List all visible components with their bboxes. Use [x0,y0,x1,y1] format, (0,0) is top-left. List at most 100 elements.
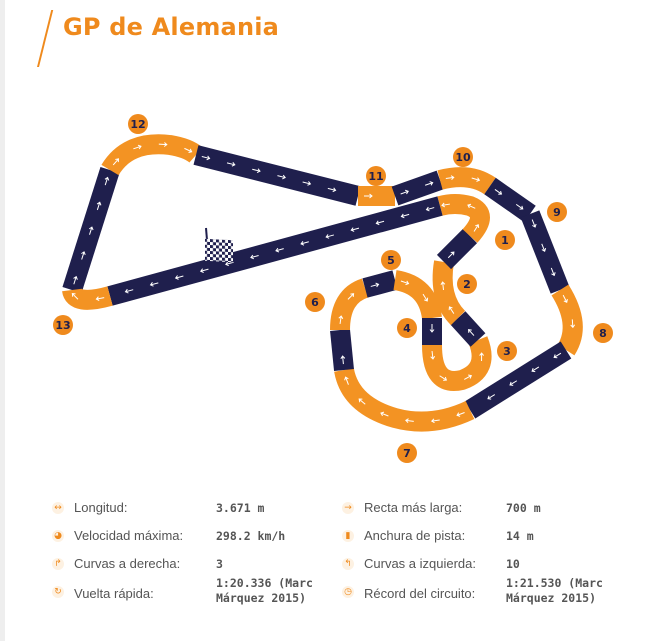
direction-arrow-icon [277,174,286,180]
direction-arrow-icon [471,177,481,182]
direction-arrow-icon [96,201,102,211]
stat-label: Récord del circuito: [364,586,476,601]
stat-value: 14 m [506,529,534,543]
corner-badge-circle [53,315,73,335]
corner-badge-5: 5 [381,250,401,270]
stopwatch-icon: ◷ [342,586,354,598]
direction-arrow-icon [445,175,455,181]
direction-arrow-icon [380,411,389,417]
direction-arrow-icon [347,293,355,300]
stat-label: Vuelta rápida: [74,586,154,601]
corner-badge-circle [397,443,417,463]
direction-arrow-icon [358,398,366,405]
corner-number: 3 [503,345,511,358]
direction-arrow-icon [553,352,562,359]
direction-arrow-icon [467,203,476,209]
direction-arrow-icon [350,227,360,232]
direction-arrow-icon [300,241,309,246]
corner-badge-circle [381,250,401,270]
direction-arrow-icon [468,329,475,336]
direction-arrow-icon [275,247,284,253]
corner-badge-9: 9 [547,202,567,222]
stat-label: Recta más larga: [364,500,463,515]
direction-arrow-icon [88,226,94,235]
corner-badge-1: 1 [495,230,515,250]
direction-arrow-icon [439,375,448,381]
track-segment [107,196,443,306]
direction-arrow-icon [327,187,337,193]
corner-badge-11: 11 [366,166,386,186]
direction-arrow-icon [447,251,455,259]
corner-badge-circle [453,147,473,167]
corner-badge-13: 13 [53,315,73,335]
track-segment [62,286,113,310]
corner-number: 6 [311,296,319,309]
direction-arrow-icon [112,158,120,166]
direction-arrow-icon [325,234,335,239]
direction-arrow-icon [340,355,346,365]
direction-arrow-icon [174,275,184,280]
direction-arrow-icon [425,206,435,212]
corner-number: 5 [387,254,395,267]
corner-number: 13 [55,319,70,332]
direction-arrow-icon [422,293,429,302]
track-segment [437,167,496,195]
direction-arrow-icon [479,352,485,362]
corner-badge-12: 12 [128,114,148,134]
track-segment [101,134,203,176]
corner-badge-circle [397,318,417,338]
track-segment [392,270,442,320]
direction-arrow-icon [344,376,349,385]
left-edge-bar [0,0,5,641]
corner-badge-circle [366,166,386,186]
direction-arrow-icon [464,374,473,380]
track-segment [330,278,369,331]
direction-arrow-icon [429,324,435,333]
stat-value: 3 [216,557,223,571]
stat-value: 700 m [506,501,541,515]
direction-arrow-icon [562,294,568,303]
corner-badge-circle [128,114,148,134]
right-turn-icon: ↱ [52,558,64,570]
direction-arrow-icon [201,155,211,161]
corner-badge-circle [457,274,477,294]
direction-arrow-icon [430,418,440,424]
direction-arrow-icon [95,296,105,302]
direction-arrow-icon [541,243,547,252]
direction-arrow-icon [405,418,414,424]
direction-arrow-icon [252,168,261,173]
direction-arrow-icon [226,161,236,167]
direction-arrow-icon [199,268,209,273]
stat-label: Velocidad máxima: [74,528,184,543]
direction-arrow-icon [73,275,78,285]
direction-arrow-icon [487,394,496,400]
track-segment [464,341,572,419]
direction-arrow-icon [375,220,385,226]
page-title: GP de Alemania [63,13,280,41]
speed-icon: ◕ [52,530,64,542]
direction-arrow-icon [400,213,410,219]
direction-arrow-icon [448,306,455,314]
direction-arrow-icon [124,288,134,294]
direction-arrow-icon [71,292,79,300]
corner-badge-2: 2 [457,274,477,294]
corner-number: 1 [501,234,509,247]
direction-arrow-icon [456,412,465,417]
direction-arrow-icon [184,147,193,153]
direction-arrow-icon [302,181,312,186]
corner-number: 4 [403,322,411,335]
corner-badge-circle [593,323,613,343]
track-segment [422,336,492,391]
direction-arrow-icon [250,254,259,260]
corner-badge-circle [305,292,325,312]
direction-arrow-icon [531,366,540,373]
direction-arrow-icon [225,261,234,267]
corner-badge-10: 10 [453,147,473,167]
stat-value: 1:20.336 (Marc Márquez 2015) [216,576,313,605]
corner-number: 11 [368,170,383,183]
track-arrows [71,142,576,424]
direction-arrow-icon [149,282,159,287]
direction-arrow-icon [509,380,518,386]
lap-icon: ↻ [52,586,64,598]
stat-label: Anchura de pista: [364,528,466,543]
